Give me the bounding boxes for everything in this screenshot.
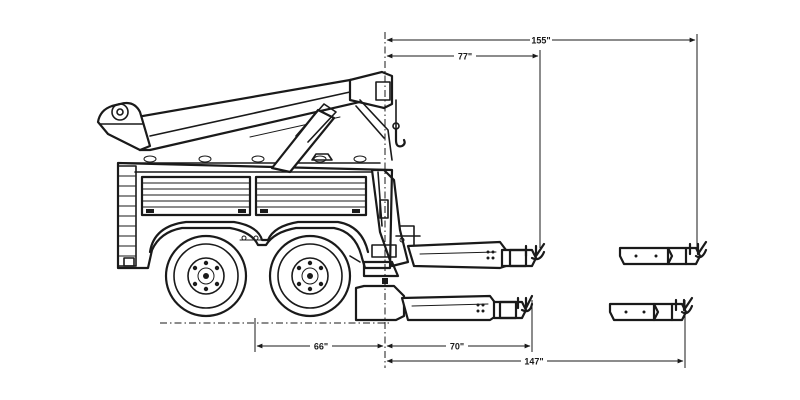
front-wheel xyxy=(164,234,248,318)
rear-body-frame xyxy=(349,168,421,284)
underlift-raised xyxy=(406,240,546,270)
underlift-lowered xyxy=(354,284,534,322)
dimension-lines xyxy=(254,32,698,368)
rear-wheel xyxy=(268,234,352,318)
dimension-label-bottom-inner: 70" xyxy=(450,342,464,352)
underlift-extended-lowered xyxy=(608,296,694,322)
dimension-label-bottom-outer: 147" xyxy=(524,357,543,367)
fender xyxy=(148,220,370,254)
truck-body xyxy=(116,161,394,270)
dimension-label-top-inner: 77" xyxy=(458,52,472,62)
dimension-label-wheelbase: 66" xyxy=(314,342,328,352)
boom-assembly xyxy=(96,70,406,174)
underlift-extended-raised xyxy=(618,240,708,266)
dimension-label-top-outer: 155" xyxy=(531,36,550,46)
storage-compartment-right xyxy=(254,175,368,217)
body-lights xyxy=(143,155,367,163)
storage-compartment-left xyxy=(140,175,252,217)
